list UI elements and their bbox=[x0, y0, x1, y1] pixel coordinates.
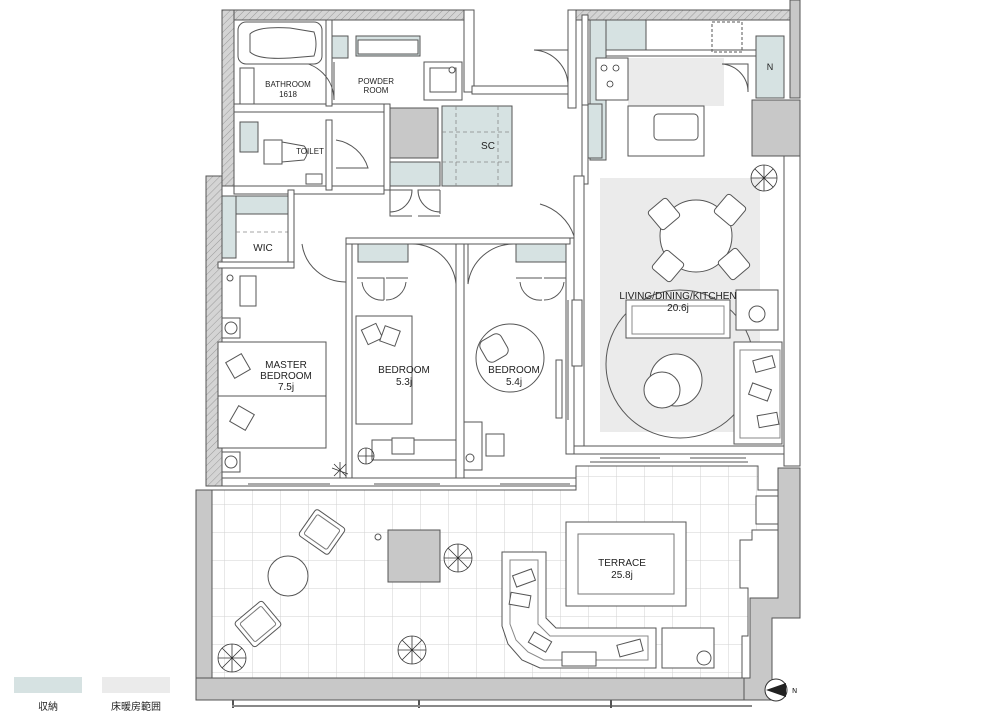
terrace-area-label: 25.8j bbox=[611, 570, 633, 581]
bedroom-2-area: 5.4j bbox=[506, 377, 522, 388]
powder-room-label-2: ROOM bbox=[364, 86, 389, 95]
powder-room-label-1: POWDER bbox=[358, 77, 394, 86]
master-bedroom-label-1: MASTER bbox=[265, 360, 307, 371]
bathroom-label: BATHROOM bbox=[265, 80, 311, 89]
room-labels: BATHROOM 1618 POWDER ROOM TOILET SC WIC … bbox=[253, 62, 773, 581]
terrace-table bbox=[387, 529, 441, 583]
fridge-label: N bbox=[767, 62, 774, 72]
plant-icon bbox=[357, 447, 375, 465]
toilet-label: TOILET bbox=[296, 147, 324, 156]
bedroom-1-furniture bbox=[355, 315, 457, 465]
burner-icon bbox=[600, 64, 620, 88]
terrace-furniture bbox=[217, 495, 779, 673]
legend-swatch-storage bbox=[14, 677, 82, 693]
compass: N bbox=[764, 678, 797, 702]
ldk-area: 20.6j bbox=[667, 303, 689, 314]
terrace-area bbox=[195, 465, 801, 708]
round-rug bbox=[475, 323, 545, 393]
bedroom-1-area: 5.3j bbox=[396, 377, 412, 388]
plant-icon bbox=[331, 462, 349, 478]
bathroom-area: 1618 bbox=[279, 90, 297, 99]
master-bedroom-furniture bbox=[217, 274, 349, 478]
lounge-chair-1 bbox=[298, 509, 346, 555]
kitchen bbox=[587, 21, 757, 159]
floor-heating-kitchen bbox=[628, 58, 724, 106]
legend: 収納 床暖房範囲 bbox=[14, 677, 170, 713]
master-bedroom-area: 7.5j bbox=[278, 382, 294, 393]
sc-label: SC bbox=[481, 141, 495, 152]
sliding-windows bbox=[240, 299, 748, 491]
living-set bbox=[605, 164, 783, 445]
legend-label-floor-heating: 床暖房範囲 bbox=[111, 700, 161, 713]
wic-label: WIC bbox=[253, 243, 272, 254]
bath-fixtures bbox=[237, 21, 463, 185]
plant-icon bbox=[217, 543, 473, 673]
bedroom-2-label: BEDROOM bbox=[488, 365, 540, 376]
outdoor-unit bbox=[755, 495, 779, 525]
cooktop bbox=[595, 57, 629, 101]
terrace-label: TERRACE bbox=[598, 558, 646, 569]
legend-label-storage: 収納 bbox=[38, 700, 58, 713]
dining-set bbox=[647, 193, 751, 283]
master-bedroom-label-2: BEDROOM bbox=[260, 371, 312, 382]
bedroom-1-label: BEDROOM bbox=[378, 365, 430, 376]
compass-label: N bbox=[792, 687, 797, 695]
legend-swatch-floor-heating bbox=[102, 677, 170, 693]
doors bbox=[295, 49, 749, 301]
lounge-chair-2 bbox=[234, 600, 282, 648]
ldk-label: LIVING/DINING/KITCHEN bbox=[619, 291, 736, 302]
round-table bbox=[267, 555, 309, 597]
plant-icon bbox=[750, 164, 778, 192]
bedroom-2-furniture bbox=[463, 323, 563, 471]
